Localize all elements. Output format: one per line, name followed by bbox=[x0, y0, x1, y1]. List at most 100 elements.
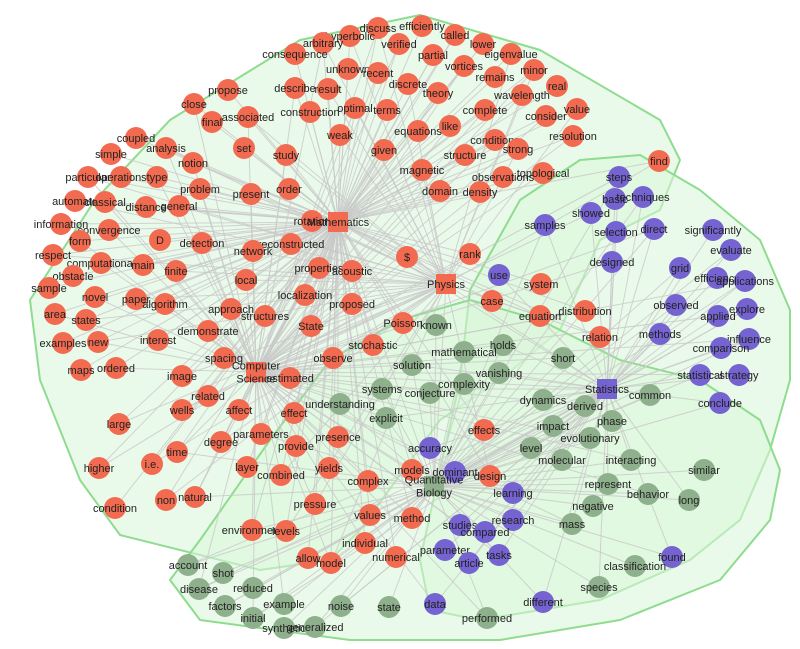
node-general[interactable]: general bbox=[161, 195, 198, 217]
node-synthetic[interactable]: synthetic bbox=[262, 617, 306, 639]
hub-physics[interactable]: Physics bbox=[427, 274, 465, 294]
node-circle[interactable] bbox=[154, 293, 176, 315]
node-circle[interactable] bbox=[582, 495, 604, 517]
node-derived[interactable]: derived bbox=[567, 395, 603, 417]
node-conjecture[interactable]: conjecture bbox=[405, 382, 456, 404]
node-circle[interactable] bbox=[62, 265, 84, 287]
node-circle[interactable] bbox=[42, 244, 64, 266]
node-circle[interactable] bbox=[44, 303, 66, 325]
node-circle[interactable] bbox=[643, 218, 665, 240]
node-vanishing[interactable]: vanishing bbox=[476, 362, 522, 384]
node-lower[interactable]: lower bbox=[470, 33, 497, 55]
node-circle[interactable] bbox=[624, 555, 646, 577]
node-dynamics[interactable]: dynamics bbox=[520, 389, 567, 411]
node-circle[interactable] bbox=[474, 521, 496, 543]
node-circle[interactable] bbox=[212, 562, 234, 584]
node-circle[interactable] bbox=[562, 125, 584, 147]
node-natural[interactable]: natural bbox=[178, 486, 212, 508]
node-degree[interactable]: degree bbox=[204, 431, 238, 453]
node-circle[interactable] bbox=[171, 365, 193, 387]
node-circle[interactable] bbox=[597, 473, 619, 495]
node-circle[interactable] bbox=[488, 264, 510, 286]
node-circle[interactable] bbox=[322, 347, 344, 369]
node-circle[interactable] bbox=[488, 362, 510, 384]
node-circle[interactable] bbox=[542, 415, 564, 437]
node-presence[interactable]: presence bbox=[315, 426, 361, 448]
node-effect[interactable]: effect bbox=[281, 402, 308, 424]
node-molecular[interactable]: molecular bbox=[538, 449, 586, 471]
node-circle[interactable] bbox=[105, 357, 127, 379]
node-conclude[interactable]: conclude bbox=[698, 392, 742, 414]
node-obstacle[interactable]: obstacle bbox=[53, 265, 94, 287]
node-direct[interactable]: direct bbox=[641, 218, 668, 240]
node-similar[interactable]: similar bbox=[688, 459, 720, 481]
node-circle[interactable] bbox=[453, 341, 475, 363]
node-circle[interactable] bbox=[454, 144, 476, 166]
node-circle[interactable] bbox=[601, 251, 623, 273]
node-circle[interactable] bbox=[87, 331, 109, 353]
node-acoustic[interactable]: acoustic bbox=[332, 260, 373, 282]
node-observed[interactable]: observed bbox=[653, 294, 699, 316]
node-interest[interactable]: interest bbox=[140, 329, 176, 351]
node-states[interactable]: states bbox=[71, 309, 101, 331]
node-circle[interactable] bbox=[77, 166, 99, 188]
node-circle[interactable] bbox=[171, 399, 193, 421]
node-circle[interactable] bbox=[280, 233, 302, 255]
node-circle[interactable] bbox=[502, 509, 524, 531]
node-showed[interactable]: showed bbox=[572, 202, 610, 224]
node-design[interactable]: design bbox=[474, 465, 506, 487]
node-circle[interactable] bbox=[275, 144, 297, 166]
node-circle[interactable] bbox=[411, 15, 433, 37]
node-solution[interactable]: solution bbox=[393, 354, 431, 376]
node-resolution[interactable]: resolution bbox=[549, 125, 597, 147]
node-circle[interactable] bbox=[69, 230, 91, 252]
node-detection[interactable]: detection bbox=[180, 232, 225, 254]
node-density[interactable]: density bbox=[463, 181, 498, 203]
node-verified[interactable]: verified bbox=[381, 33, 417, 55]
node-circle[interactable] bbox=[237, 106, 259, 128]
node-efficiency[interactable]: efficiency bbox=[694, 267, 740, 289]
node-examples[interactable]: examples bbox=[39, 332, 87, 354]
node-circle[interactable] bbox=[620, 449, 642, 471]
node-article[interactable]: article bbox=[454, 552, 484, 574]
node-circle[interactable] bbox=[250, 423, 272, 445]
node-circle[interactable] bbox=[88, 457, 110, 479]
node-circle[interactable] bbox=[242, 577, 264, 599]
node-applications[interactable]: applications bbox=[716, 270, 775, 292]
node-circle[interactable] bbox=[632, 186, 654, 208]
node-proposed[interactable]: proposed bbox=[329, 293, 375, 315]
node-circle[interactable] bbox=[371, 378, 393, 400]
node-circle[interactable] bbox=[707, 305, 729, 327]
node-circle[interactable] bbox=[552, 347, 574, 369]
node-interacting[interactable]: interacting bbox=[606, 449, 657, 471]
node-circle[interactable] bbox=[359, 504, 381, 526]
node-circle[interactable] bbox=[357, 470, 379, 492]
hub-square[interactable] bbox=[424, 476, 444, 496]
node-circle[interactable] bbox=[693, 459, 715, 481]
node-circle[interactable] bbox=[100, 143, 122, 165]
node-system[interactable]: system bbox=[524, 273, 559, 295]
node-circle[interactable] bbox=[720, 239, 742, 261]
node-circle[interactable] bbox=[214, 595, 236, 617]
node-operations[interactable]: operations bbox=[95, 166, 147, 188]
node-circle[interactable] bbox=[648, 150, 670, 172]
node-discuss[interactable]: discuss bbox=[360, 17, 397, 39]
node-circle[interactable] bbox=[75, 309, 97, 331]
node-level[interactable]: level bbox=[520, 437, 543, 459]
node-circle[interactable] bbox=[182, 152, 204, 174]
node-sample[interactable]: sample bbox=[31, 277, 67, 299]
node-circle[interactable] bbox=[135, 196, 157, 218]
node-phase[interactable]: phase bbox=[597, 410, 627, 432]
node-circle[interactable] bbox=[183, 93, 205, 115]
node-large[interactable]: large bbox=[107, 413, 131, 435]
node-circle[interactable] bbox=[228, 399, 250, 421]
node-circle[interactable] bbox=[535, 105, 557, 127]
node-complete[interactable]: complete bbox=[463, 99, 508, 121]
node-approach[interactable]: approach bbox=[208, 298, 254, 320]
node-ordered[interactable]: ordered bbox=[97, 357, 135, 379]
node-circle[interactable] bbox=[500, 43, 522, 65]
node-circle[interactable] bbox=[689, 364, 711, 386]
node-complex[interactable]: complex bbox=[348, 470, 389, 492]
node-circle[interactable] bbox=[411, 159, 433, 181]
